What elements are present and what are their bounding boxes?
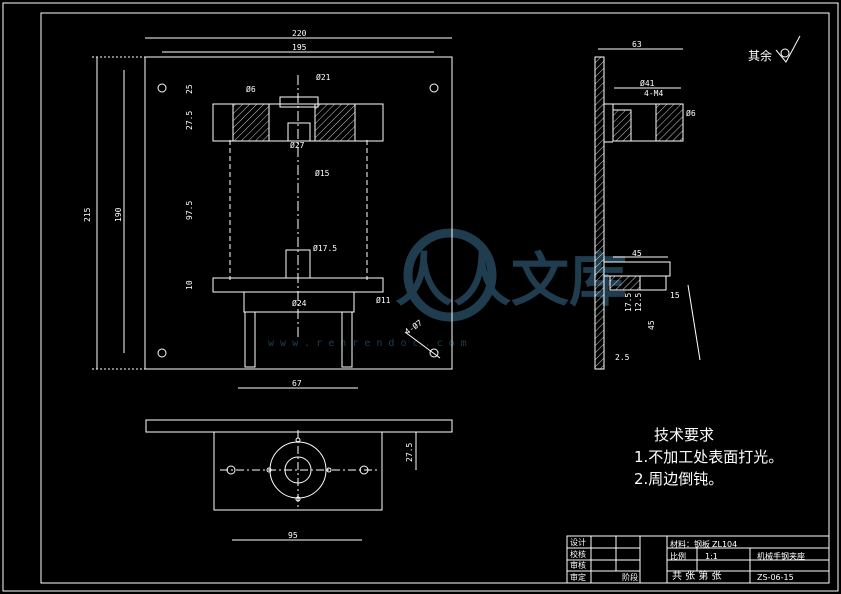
- dim-d27: Ø27: [290, 140, 305, 150]
- dim-215: 215: [83, 207, 92, 222]
- front-view: [92, 37, 453, 389]
- dim-d24: Ø24: [292, 298, 307, 308]
- mount-hole: [429, 348, 439, 358]
- dim-2-5: 2.5: [615, 353, 630, 362]
- tech-requirement-item: 2.周边倒钝。: [634, 470, 724, 488]
- dim-d41: Ø41: [640, 78, 655, 88]
- mount-hole: [157, 348, 167, 358]
- base-plate-outline: [144, 56, 453, 370]
- tb-sheet-text: 共 张 第 张: [672, 571, 722, 582]
- tb-row-check: 校核: [570, 550, 586, 559]
- dim-45-b: 45: [647, 320, 656, 330]
- tb-stage-label: 阶段: [622, 573, 638, 582]
- dim-12-5: 12.5: [634, 293, 643, 312]
- dim-4-m4: 4-M4: [644, 89, 663, 98]
- dim-45-a: 45: [632, 249, 642, 258]
- side-plate: [594, 56, 605, 370]
- dim-95: 95: [288, 531, 298, 540]
- dim-67: 67: [292, 379, 302, 388]
- mount-hole: [429, 83, 439, 93]
- dim-d15: Ø15: [315, 168, 330, 178]
- dim-97-5: 97.5: [185, 201, 194, 220]
- side-dimension-labels: 63 Ø41 4-M4 Ø6 45 45 12.5 17.5 2.5 15: [615, 40, 696, 362]
- tb-row-review: 审核: [570, 561, 586, 570]
- bottom-view: [145, 419, 453, 541]
- dim-190: 190: [114, 207, 123, 222]
- dim-27-5: 27.5: [185, 111, 194, 130]
- mount-hole: [157, 83, 167, 93]
- roughness-symbol: 其余: [748, 35, 801, 63]
- tb-row-design: 设计: [570, 538, 586, 547]
- watermark-brand: 人人文库: [395, 246, 627, 314]
- drawing-title: 机械手钢夹座: [757, 552, 805, 561]
- roughness-note: 其余: [748, 48, 772, 63]
- watermark-url: w w w . r e n r e n d o c . c o m: [268, 338, 467, 349]
- watermark: 人人文库 w w w . r e n r e n d o c . c o m: [268, 228, 627, 349]
- dim-d17-5: Ø17.5: [313, 243, 337, 253]
- tech-requirements: 技术要求 1.不加工处表面打光。 2.周边倒钝。: [634, 424, 783, 490]
- dim-d11: Ø11: [376, 295, 391, 305]
- tb-material-label: 材料：钢板: [670, 540, 710, 549]
- front-dimension-labels: 220 195 215 190 25 27.5 97.5 10 67 Ø24 Ø…: [83, 29, 424, 388]
- tb-drawing-code: ZS-06-15: [757, 573, 794, 582]
- dim-195: 195: [292, 43, 307, 52]
- bottom-dimension-labels: 95 27.5: [288, 443, 414, 540]
- side-view: [594, 48, 701, 370]
- dim-d6: Ø6: [246, 84, 256, 94]
- tb-scale-label: 比例: [670, 552, 686, 561]
- dim-27-5-bottom: 27.5: [405, 443, 414, 462]
- bottom-plate: [145, 419, 453, 433]
- dim-25: 25: [185, 84, 194, 94]
- dim-10: 10: [185, 280, 194, 290]
- dim-d6-side: Ø6: [686, 108, 696, 118]
- tech-requirements-heading: 技术要求: [654, 426, 715, 444]
- title-block-grid: [566, 535, 830, 584]
- tech-requirement-item: 1.不加工处表面打光。: [634, 448, 784, 466]
- dim-d21: Ø21: [316, 72, 331, 82]
- dim-4-d7: 4-Ø7: [402, 317, 424, 336]
- dim-15-side: 15: [670, 291, 680, 300]
- dim-63: 63: [632, 40, 642, 49]
- tb-material-value: ZL104: [712, 540, 738, 549]
- dim-17-5: 17.5: [624, 293, 633, 312]
- inner-border: [40, 12, 830, 584]
- roughness-icon: [775, 35, 801, 63]
- dim-220: 220: [292, 29, 307, 38]
- tb-scale-value: 1:1: [705, 552, 718, 561]
- tb-row-approve: 审定: [570, 573, 586, 582]
